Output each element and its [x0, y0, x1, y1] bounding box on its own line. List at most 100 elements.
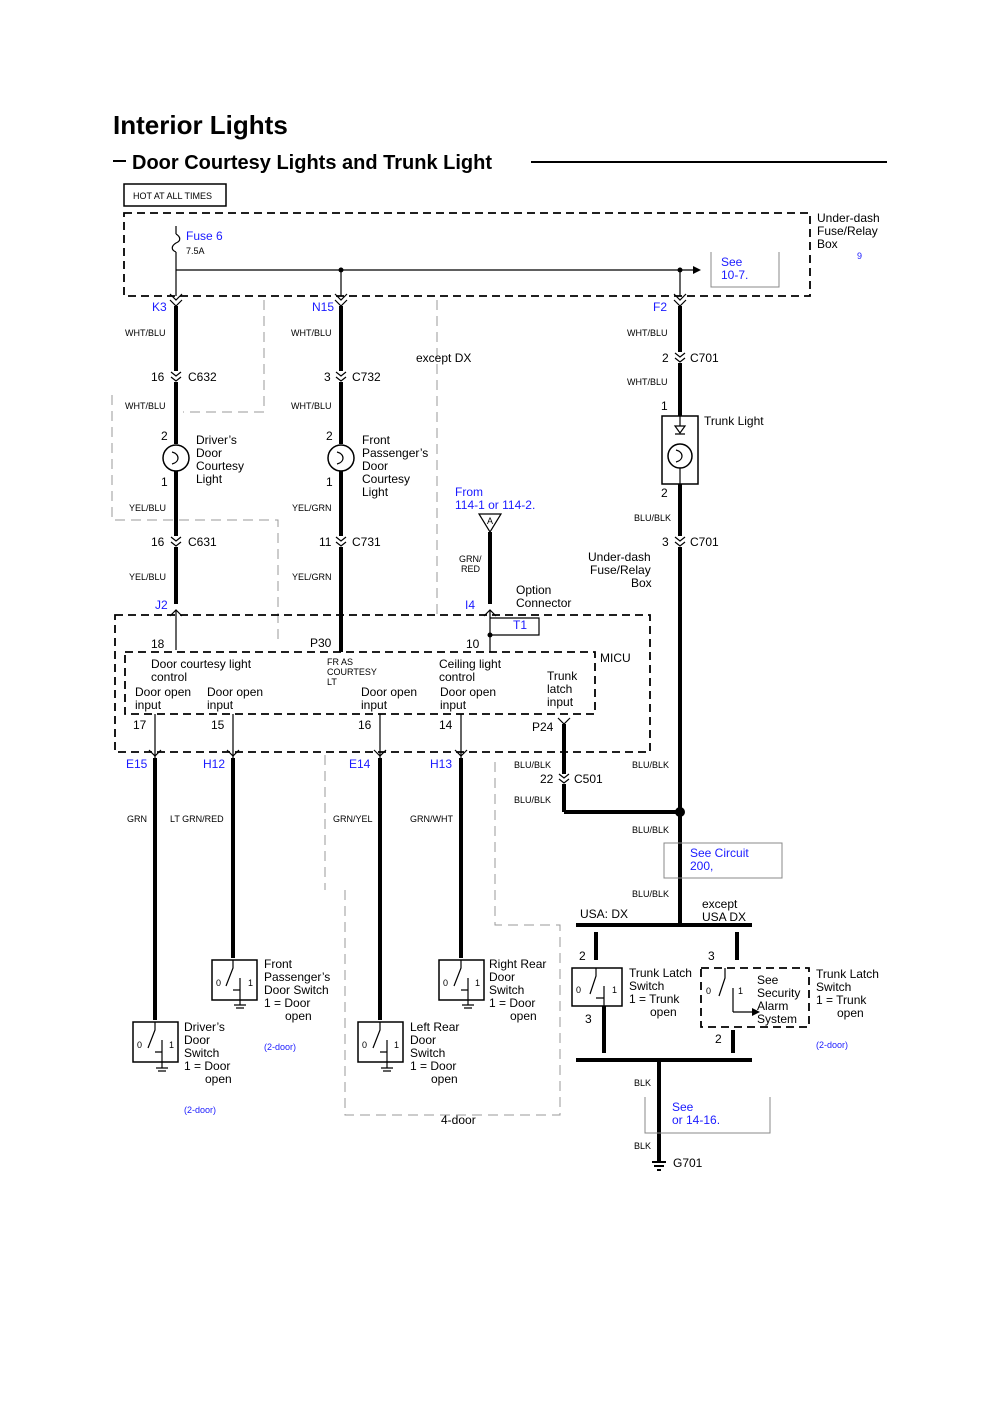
security-link[interactable]: Alarm: [757, 999, 788, 1013]
component-label: Driver’s: [184, 1020, 225, 1034]
component-label: Driver’s: [196, 433, 237, 447]
micu-inner: [124, 651, 596, 715]
see-ref-link[interactable]: 200,: [690, 859, 713, 873]
component-label: Light: [196, 472, 223, 486]
variant-note: USA DX: [702, 910, 746, 924]
pin-label: 3: [324, 370, 331, 384]
pin-label: 2: [715, 1032, 722, 1046]
wire-label: GRN/YEL: [333, 814, 373, 824]
micu-label: Door open: [135, 685, 191, 699]
component-label: Option: [516, 583, 551, 597]
component-label: open: [837, 1006, 864, 1020]
pin-label: 16: [151, 535, 165, 549]
junction-dot: [675, 807, 685, 817]
terminal-label: N15: [312, 300, 334, 314]
fuse-rating: 7.5A: [186, 246, 205, 256]
component-label: open: [205, 1072, 232, 1086]
micu-label: control: [439, 670, 475, 684]
triangle-icon: [477, 513, 503, 534]
from-ref-link[interactable]: From: [455, 485, 483, 499]
component-label: Courtesy: [362, 472, 410, 486]
terminal-label: H12: [203, 757, 225, 771]
switch-pos: 0: [706, 986, 711, 996]
switch-pos: 0: [137, 1040, 142, 1050]
pin-label: 2: [662, 351, 669, 365]
component-label: open: [285, 1009, 312, 1023]
see-ref-link[interactable]: or 14-16.: [672, 1113, 720, 1127]
variant-note: (2-door): [264, 1042, 296, 1052]
connector-label: C701: [690, 351, 719, 365]
fuse-relay-box: [123, 212, 811, 297]
micu-label: control: [151, 670, 187, 684]
connector-icon: [674, 536, 686, 547]
pin-label: 3: [585, 1012, 592, 1026]
switch-pos: 0: [216, 978, 221, 988]
wire-label: WHT/BLU: [627, 328, 668, 338]
ground-icon: [652, 1161, 666, 1171]
see-ref-link[interactable]: See: [672, 1100, 694, 1114]
switch-pos: 0: [362, 1040, 367, 1050]
switch-pos: 1: [738, 986, 743, 996]
component-label: Trunk Light: [704, 414, 764, 428]
ground-icon: [462, 1000, 474, 1009]
security-link[interactable]: System: [757, 1012, 797, 1026]
wire-label: YEL/BLU: [129, 572, 166, 582]
connector-label: C631: [188, 535, 217, 549]
switch-icon: [372, 1022, 388, 1062]
terminal-label: H13: [430, 757, 452, 771]
component-label: Door: [196, 446, 222, 460]
pin-label: 11: [319, 535, 332, 549]
component-label: Left Rear: [410, 1020, 459, 1034]
wire-label: YEL/GRN: [292, 572, 332, 582]
from-ref-link[interactable]: 114-1 or 114-2.: [455, 498, 535, 512]
variant-note: except: [702, 897, 738, 911]
wire-label: BLU/BLK: [632, 889, 669, 899]
wire-label: GRN/WHT: [410, 814, 453, 824]
see-ref-link[interactable]: See Circuit: [690, 846, 749, 860]
wire-label: GRN/: [459, 554, 482, 564]
connector-label: C701: [690, 535, 719, 549]
connector-icon: [558, 773, 570, 784]
bulb-icon: [667, 443, 693, 469]
variant-note: USA: DX: [580, 907, 628, 921]
component-label: open: [431, 1072, 458, 1086]
fuse-box-label: Fuse/Relay: [590, 563, 651, 577]
security-alarm-box: [700, 967, 810, 1028]
terminal-label: E14: [349, 757, 371, 771]
wire-label: BLU/BLK: [632, 825, 669, 835]
ref-tag: A: [487, 516, 493, 526]
terminal-label: E15: [126, 757, 148, 771]
fuse-box-label: Fuse/Relay: [817, 224, 878, 238]
micu-label: input: [207, 698, 234, 712]
fuse-box-label: Box: [817, 237, 838, 251]
fuse-box-label: Under-dash: [588, 550, 651, 564]
terminal-label: T1: [513, 618, 527, 632]
component-label: Front: [264, 957, 293, 971]
micu-label: input: [440, 698, 467, 712]
micu-label: Trunk: [547, 669, 578, 683]
security-link[interactable]: See: [757, 973, 779, 987]
connector-label: C632: [188, 370, 217, 384]
component-label: Door: [410, 1033, 436, 1047]
trunk-latch-switch-1: [571, 967, 623, 1007]
connector-icon: [170, 371, 182, 382]
switch-pos: 1: [394, 1040, 399, 1050]
component-label: Switch: [816, 980, 851, 994]
pin-label: 2: [579, 949, 586, 963]
see-ref-link[interactable]: See: [721, 255, 743, 269]
component-label: Passenger’s: [264, 970, 330, 984]
security-link[interactable]: Security: [757, 986, 800, 1000]
connector-label: C731: [352, 535, 381, 549]
switch-icon: [718, 968, 752, 1013]
connector-icon: [335, 536, 347, 547]
see-ref-link[interactable]: 10-7.: [721, 268, 748, 282]
component-label: 1 = Door: [489, 996, 535, 1010]
pin-label: 22: [540, 772, 554, 786]
component-label: Light: [362, 485, 389, 499]
component-label: open: [510, 1009, 537, 1023]
pin-label: P30: [310, 636, 332, 650]
wire-label: WHT/BLU: [125, 401, 166, 411]
fuse-name: Fuse 6: [186, 229, 223, 243]
variant-note: except DX: [416, 351, 471, 365]
component-label: 1 = Door: [264, 996, 310, 1010]
